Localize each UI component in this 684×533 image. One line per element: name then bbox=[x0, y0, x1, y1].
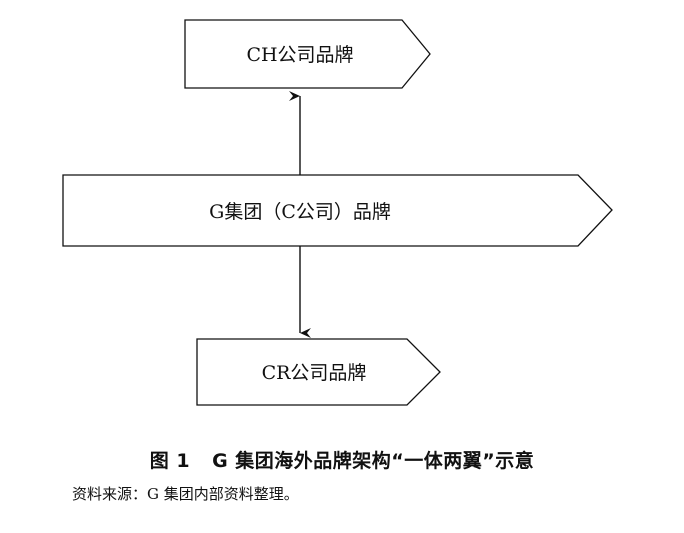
figure-number: 图 1 bbox=[149, 450, 191, 472]
node-group-brand: G集团（C公司）品牌 bbox=[62, 174, 613, 247]
node-cr-brand: CR公司品牌 bbox=[196, 338, 441, 406]
figure-caption: 图 1 G 集团海外品牌架构“一体两翼”示意 bbox=[0, 446, 684, 473]
figure-title: G 集团海外品牌架构“一体两翼”示意 bbox=[212, 450, 535, 472]
node-group-brand-label: G集团（C公司）品牌 bbox=[209, 201, 391, 223]
source-note: 资料来源：G 集团内部资料整理。 bbox=[72, 485, 299, 503]
node-cr-brand-label: CR公司品牌 bbox=[262, 362, 367, 384]
node-ch-brand: CH公司品牌 bbox=[184, 19, 431, 89]
node-ch-brand-label: CH公司品牌 bbox=[246, 44, 353, 66]
